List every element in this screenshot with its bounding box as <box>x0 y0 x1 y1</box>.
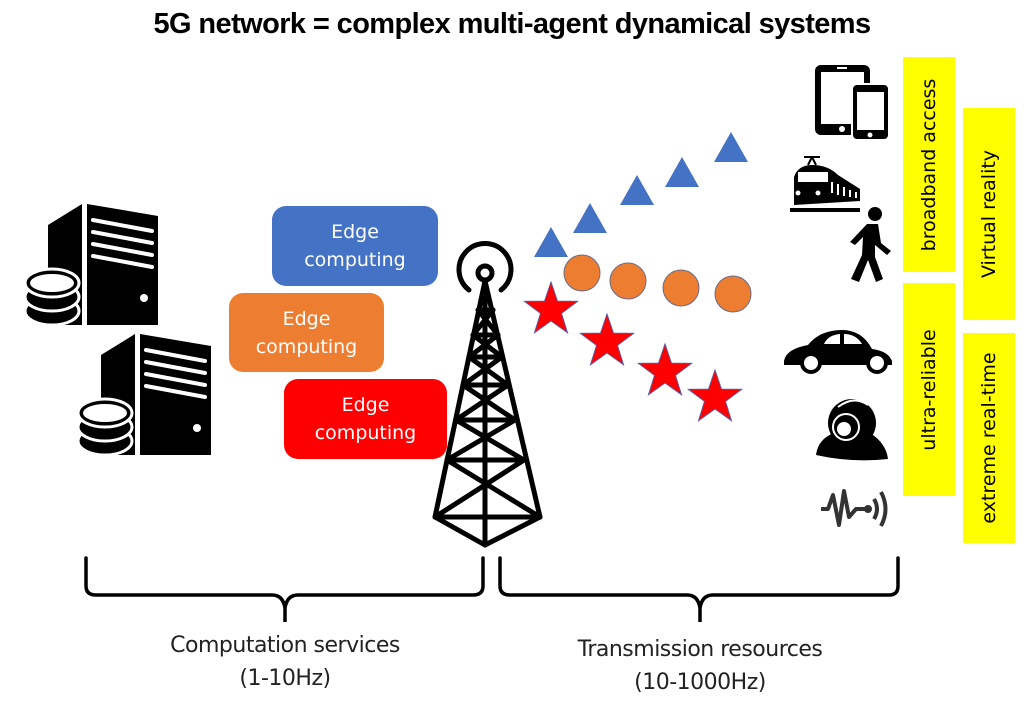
edge-box-line2: computing <box>255 335 358 358</box>
triangle-signal-marker <box>620 175 654 205</box>
circle-signal-marker <box>609 262 647 300</box>
circle-signal-marker <box>662 269 700 307</box>
pedestrian-icon <box>850 207 891 282</box>
service-tag-broadband-access: broadband access <box>903 57 955 272</box>
transmission-resources-frequency: (10-1000Hz) <box>634 670 766 695</box>
server-with-database-icon <box>23 204 158 327</box>
cell-tower-icon <box>432 241 543 548</box>
computation-services-title: Computation services <box>170 633 400 658</box>
diagram-title: 5G network = complex multi-agent dynamic… <box>153 8 871 40</box>
edge-computing-box-orange: Edge computing <box>229 293 384 372</box>
star-signal-marker <box>686 368 744 422</box>
star-signal-marker <box>636 342 694 396</box>
edge-box-line1: Edge <box>331 221 379 243</box>
transmission-resources-label: Transmission resources (10-1000Hz) <box>520 633 880 699</box>
sensor-signal-icon <box>821 489 888 527</box>
circle-signal-marker <box>714 275 752 313</box>
triangle-signal-marker <box>573 203 607 233</box>
edge-box-line1: Edge <box>282 307 331 330</box>
edge-computing-box-blue: Edge computing <box>272 206 438 286</box>
train-icon <box>790 156 860 212</box>
computation-services-frequency: (1-10Hz) <box>239 666 331 691</box>
triangle-signal-marker <box>534 227 568 257</box>
edge-computing-box-red: Edge computing <box>284 379 447 459</box>
triangle-signal-marker <box>665 157 699 187</box>
triangle-signal-marker <box>714 132 748 162</box>
edge-box-line1: Edge <box>341 394 390 416</box>
server-with-database-icon <box>76 334 211 457</box>
webcam-icon <box>816 399 888 461</box>
tablet-phone-icon <box>815 65 890 141</box>
service-tag-extreme-real-time: extreme real-time <box>963 333 1015 543</box>
edge-box-line2: computing <box>314 422 417 444</box>
car-icon <box>784 330 892 374</box>
star-signal-marker <box>522 280 580 334</box>
circle-signal-marker <box>563 254 601 292</box>
transmission-resources-title: Transmission resources <box>577 637 823 662</box>
service-tag-ultra-reliable: ultra-reliable <box>903 283 955 496</box>
computation-services-label: Computation services (1-10Hz) <box>115 629 455 695</box>
star-signal-marker <box>578 312 636 366</box>
service-tag-virtual-reality: Virtual reality <box>963 108 1015 320</box>
edge-box-line2: computing <box>304 249 406 271</box>
